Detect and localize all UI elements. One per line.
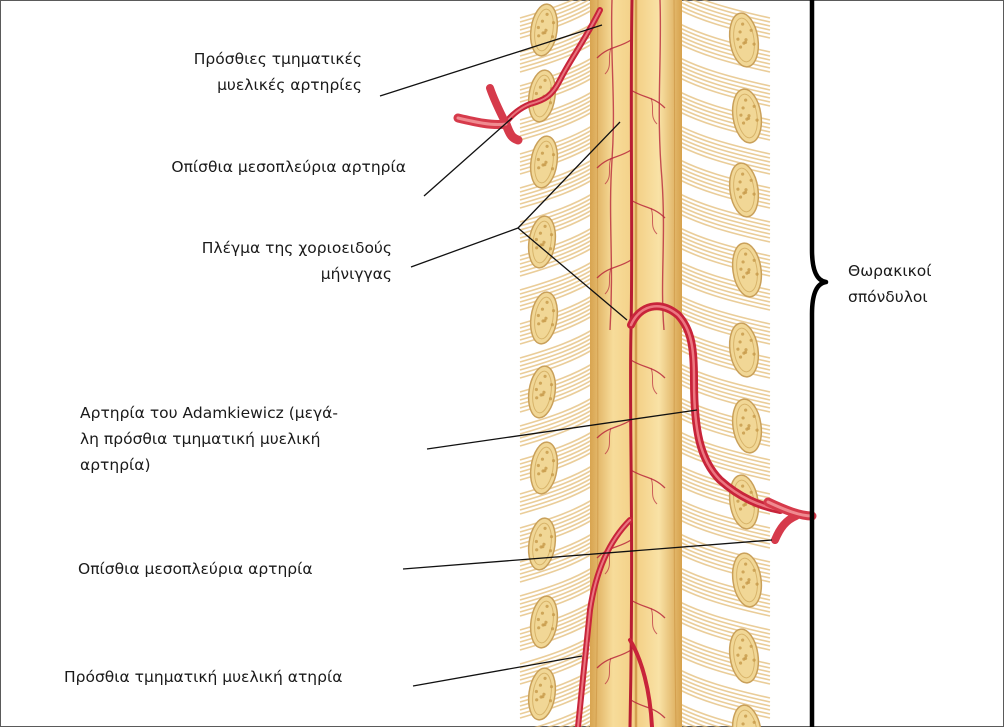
label-choroid-plexus: Πλέγμα της χοριοειδούς μήνιγγας (140, 235, 392, 287)
label-thoracic-vertebrae: Θωρακικοί σπόνδυλοι (848, 258, 988, 310)
label-anterior-segmental-artery: Πρόσθια τμηματική μυελική ατηρία (64, 664, 404, 690)
leader-line-posterior-intercostal-1 (424, 118, 512, 196)
label-posterior-intercostal-artery-1: Οπίσθια μεσοπλεύρια αρτηρία (90, 154, 406, 180)
thoracic-vertebrae-brace (812, 0, 826, 727)
leader-line-anterior-segmental-artery (413, 656, 582, 686)
label-anterior-segmental-arteries: Πρόσθιες τμηματικές μυελικές αρτηρίες (150, 46, 362, 98)
label-adamkiewicz-artery: Αρτηρία του Adamkiewicz (μεγά- λη πρόσθι… (80, 400, 420, 478)
label-posterior-intercostal-artery-2: Οπίσθια μεσοπλεύρια αρτηρία (78, 556, 398, 582)
leader-line-choroid-plexus (411, 228, 518, 267)
